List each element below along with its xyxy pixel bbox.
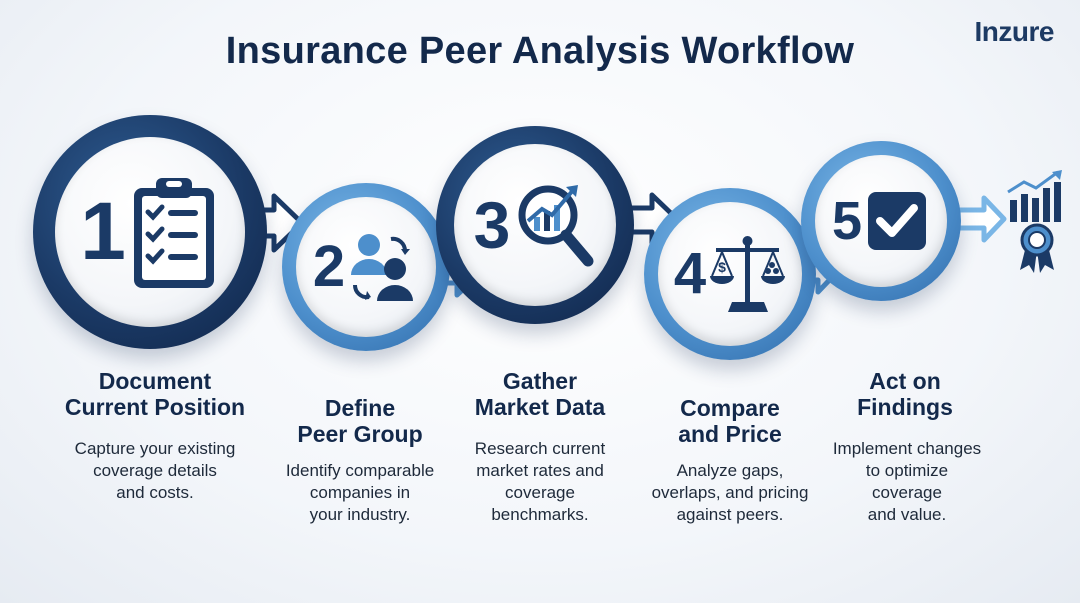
step-4-circle: 4 $: [644, 188, 816, 360]
clipboard-checklist-icon: [133, 178, 214, 288]
step-5-title: Act on Findings: [857, 368, 953, 420]
connector-5-end: [958, 195, 1007, 243]
step-1-title: Document Current Position: [64, 368, 246, 420]
step-3-title: Gather Market Data: [474, 368, 606, 420]
step-2-circle: 2: [282, 183, 450, 351]
page-title: Insurance Peer Analysis Workflow: [225, 30, 855, 72]
step-5-circle: 5: [801, 141, 961, 301]
step-2-number: 2: [312, 234, 346, 299]
step-1-description: Capture your existing coverage details a…: [74, 439, 236, 502]
step-2-title: Define Peer Group: [297, 395, 423, 447]
step-5-description: Implement changes to optimize coverage a…: [832, 439, 982, 524]
step-2-description: Identify comparable companies in your in…: [285, 461, 435, 524]
step-3-description: Research current market rates and covera…: [474, 439, 606, 524]
magnifier-chart-icon: [518, 185, 594, 267]
step-3-circle: 3: [436, 126, 634, 324]
step-1-circle: 1: [33, 115, 267, 349]
balance-scale-icon: $: [710, 236, 786, 312]
brand-logo: Inzure: [974, 16, 1055, 47]
growth-award-icon: [1007, 170, 1062, 273]
step-1-number: 1: [80, 186, 126, 277]
checkbox-icon: [868, 192, 927, 250]
step-5-number: 5: [831, 191, 863, 251]
step-4-description: Analyze gaps, overlaps, and pricing agai…: [651, 461, 809, 524]
step-4-title: Compare and Price: [678, 395, 782, 447]
peer-exchange-icon: [351, 234, 414, 301]
svg-text:$: $: [718, 259, 726, 275]
step-3-number: 3: [473, 188, 511, 262]
step-4-number: 4: [673, 241, 707, 306]
